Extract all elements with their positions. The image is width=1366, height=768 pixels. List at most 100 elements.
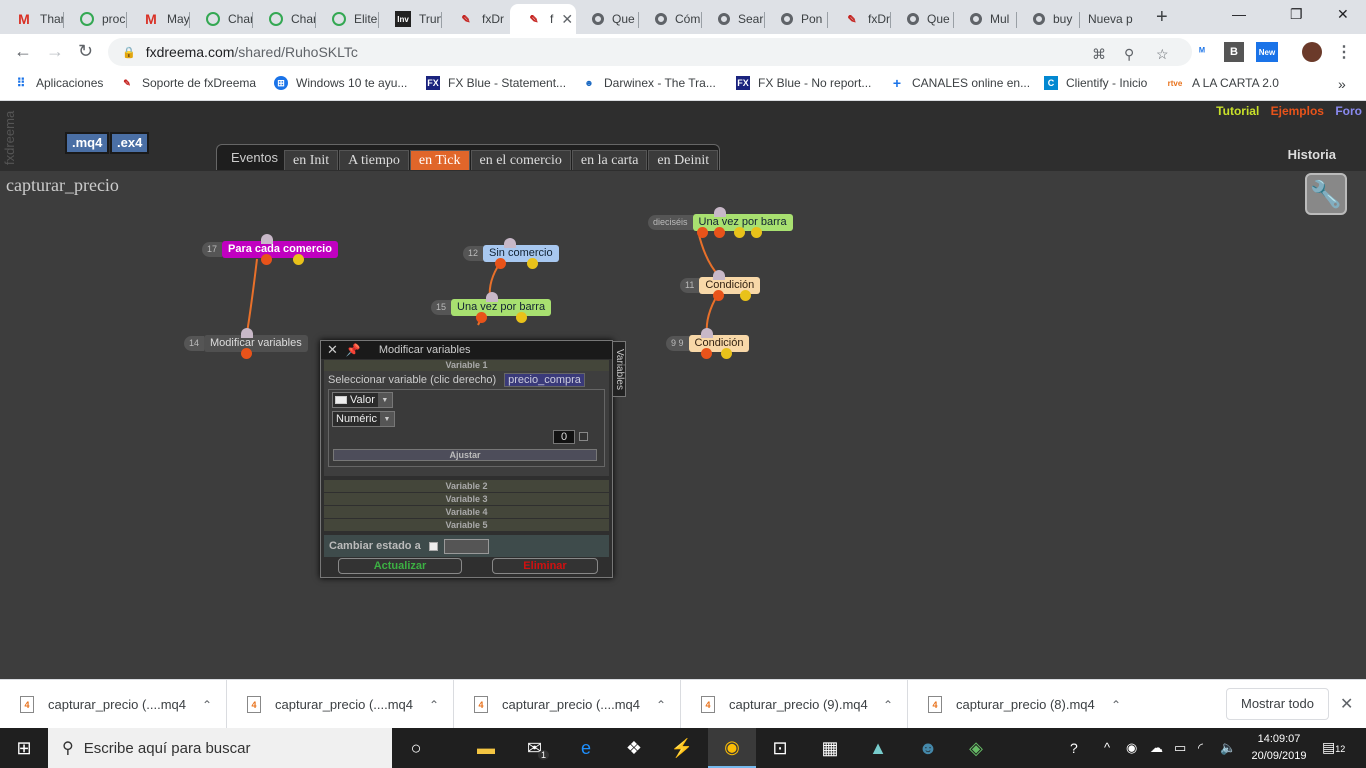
tab-en-la-carta[interactable]: en la carta [571, 150, 648, 170]
block-una-vez-por-barra-2[interactable]: dieciséis Una vez por barra [648, 214, 793, 231]
volume-icon[interactable]: 🔈 [1220, 740, 1237, 755]
block-output-knob[interactable] [527, 258, 538, 269]
tray-chevron-up-icon[interactable]: ^ [1104, 740, 1111, 755]
chevron-up-icon[interactable]: ⌃ [1110, 697, 1121, 712]
block-output-knob[interactable] [734, 227, 745, 238]
mail-icon[interactable]: ✉1 [514, 728, 562, 768]
store-icon[interactable]: ⊡ [772, 737, 788, 758]
browser-tab[interactable]: Mul [954, 4, 1017, 34]
block-output-knob[interactable] [740, 290, 751, 301]
new-tab-button[interactable]: + [1156, 6, 1168, 28]
close-window-button[interactable]: ✕ [1337, 6, 1349, 22]
block-output-knob[interactable] [495, 258, 506, 269]
owl-app-icon[interactable]: ☻ [918, 737, 938, 758]
number-type-dropdown[interactable]: Numéric ▼ [332, 411, 395, 427]
minimize-button[interactable]: — [1232, 6, 1246, 22]
browser-tab[interactable]: Cóm [639, 4, 702, 34]
ejemplos-link[interactable]: Ejemplos [1270, 104, 1324, 118]
block-output-knob[interactable] [714, 227, 725, 238]
wrench-icon[interactable]: 🔧 [1305, 173, 1347, 215]
tab-en-tick[interactable]: en Tick [409, 150, 470, 170]
forward-button[interactable]: → [46, 41, 64, 61]
chevron-up-icon[interactable]: ⌃ [655, 697, 666, 712]
block-output-knob[interactable] [261, 254, 272, 265]
block-output-knob[interactable] [516, 312, 527, 323]
tab-en-el-comercio[interactable]: en el comercio [470, 150, 571, 170]
pin-icon[interactable]: 📌 [345, 343, 361, 357]
block-output-knob[interactable] [751, 227, 762, 238]
block-input-knob[interactable] [486, 292, 498, 302]
chevron-up-icon[interactable]: ⌃ [428, 697, 439, 712]
tab-a-tiempo[interactable]: A tiempo [339, 150, 409, 170]
app-bolt-icon[interactable]: ⚡ [670, 737, 694, 758]
address-bar[interactable]: 🔒 fxdreema.com/shared/RuhoSKLTc ⌘ ⚲ ☆ [108, 38, 1192, 66]
onedrive-icon[interactable]: ☁ [1150, 740, 1163, 755]
block-modificar-variables[interactable]: 14 Modificar variables [184, 335, 308, 352]
network-app-icon[interactable]: ◈ [969, 737, 983, 758]
browser-tab[interactable]: ✎fxDr [442, 4, 510, 34]
block-output-knob[interactable] [293, 254, 304, 265]
mq4-button[interactable]: .mq4 [65, 132, 110, 154]
bookmarks-overflow-icon[interactable]: » [1338, 76, 1346, 92]
block-input-knob[interactable] [241, 328, 253, 338]
metatrader-icon[interactable]: ▲ [869, 737, 887, 758]
browser-tab[interactable]: Char [253, 4, 316, 34]
browser-tab[interactable]: proc [64, 4, 127, 34]
browser-tab[interactable]: buy [1017, 4, 1080, 34]
tab-en-deinit[interactable]: en Deinit [648, 150, 719, 170]
calculator-icon[interactable]: ▦ [821, 737, 839, 758]
bookmark-star-icon[interactable]: ☆ [1156, 46, 1169, 62]
variable-2-header[interactable]: Variable 2 [324, 480, 609, 492]
block-para-cada-comercio[interactable]: 17 Para cada comercio [202, 241, 338, 258]
bookmark-item[interactable]: ⊞Windows 10 te ayu... [274, 76, 407, 90]
close-tab-icon[interactable]: ✕ [561, 10, 574, 27]
browser-menu-icon[interactable]: ⋮ [1336, 44, 1352, 61]
browser-tab[interactable]: Que [891, 4, 954, 34]
close-icon[interactable]: ✕ [1340, 696, 1354, 713]
block-una-vez-por-barra[interactable]: 15 Una vez por barra [431, 299, 552, 316]
block-sin-comercio[interactable]: 12 Sin comercio [463, 245, 559, 262]
extension-m-icon[interactable]: ᴹ [1199, 46, 1205, 58]
close-icon[interactable]: ✕ [327, 342, 338, 357]
variables-side-tab[interactable]: Variables [612, 341, 626, 397]
block-input-knob[interactable] [261, 234, 273, 244]
browser-tab[interactable]: Nueva p [1088, 12, 1133, 26]
block-condicion[interactable]: 11 Condición [680, 277, 761, 294]
value-input[interactable]: 0 [553, 430, 575, 444]
value-checkbox[interactable] [579, 432, 588, 441]
selected-variable-chip[interactable]: precio_compra [504, 373, 585, 387]
change-state-input[interactable] [443, 538, 489, 554]
block-input-knob[interactable] [504, 238, 516, 248]
zoom-icon[interactable]: ⚲ [1124, 46, 1135, 62]
block-output-knob[interactable] [476, 312, 487, 323]
block-condicion-2[interactable]: 9 9 Condición [666, 335, 750, 352]
extension-new-badge[interactable]: New [1256, 42, 1278, 62]
block-input-knob[interactable] [713, 270, 725, 280]
block-input-knob[interactable] [701, 328, 713, 338]
ex4-button[interactable]: .ex4 [110, 132, 150, 154]
back-button[interactable]: ← [14, 41, 32, 61]
change-state-checkbox[interactable] [428, 541, 438, 551]
browser-tab[interactable]: Que [576, 4, 639, 34]
translate-icon[interactable]: ⌘ [1092, 46, 1106, 62]
taskbar-search[interactable]: ⚲ Escribe aquí para buscar [48, 728, 392, 768]
tab-en-init[interactable]: en Init [283, 150, 339, 170]
show-all-downloads-button[interactable]: Mostrar todo [1226, 688, 1329, 720]
tutorial-link[interactable]: Tutorial [1216, 104, 1260, 118]
browser-tab[interactable]: Pon [765, 4, 828, 34]
dropbox-icon[interactable]: ❖ [625, 737, 643, 758]
battery-icon[interactable]: ▭ [1174, 740, 1187, 755]
reload-button[interactable]: ↻ [78, 41, 94, 61]
